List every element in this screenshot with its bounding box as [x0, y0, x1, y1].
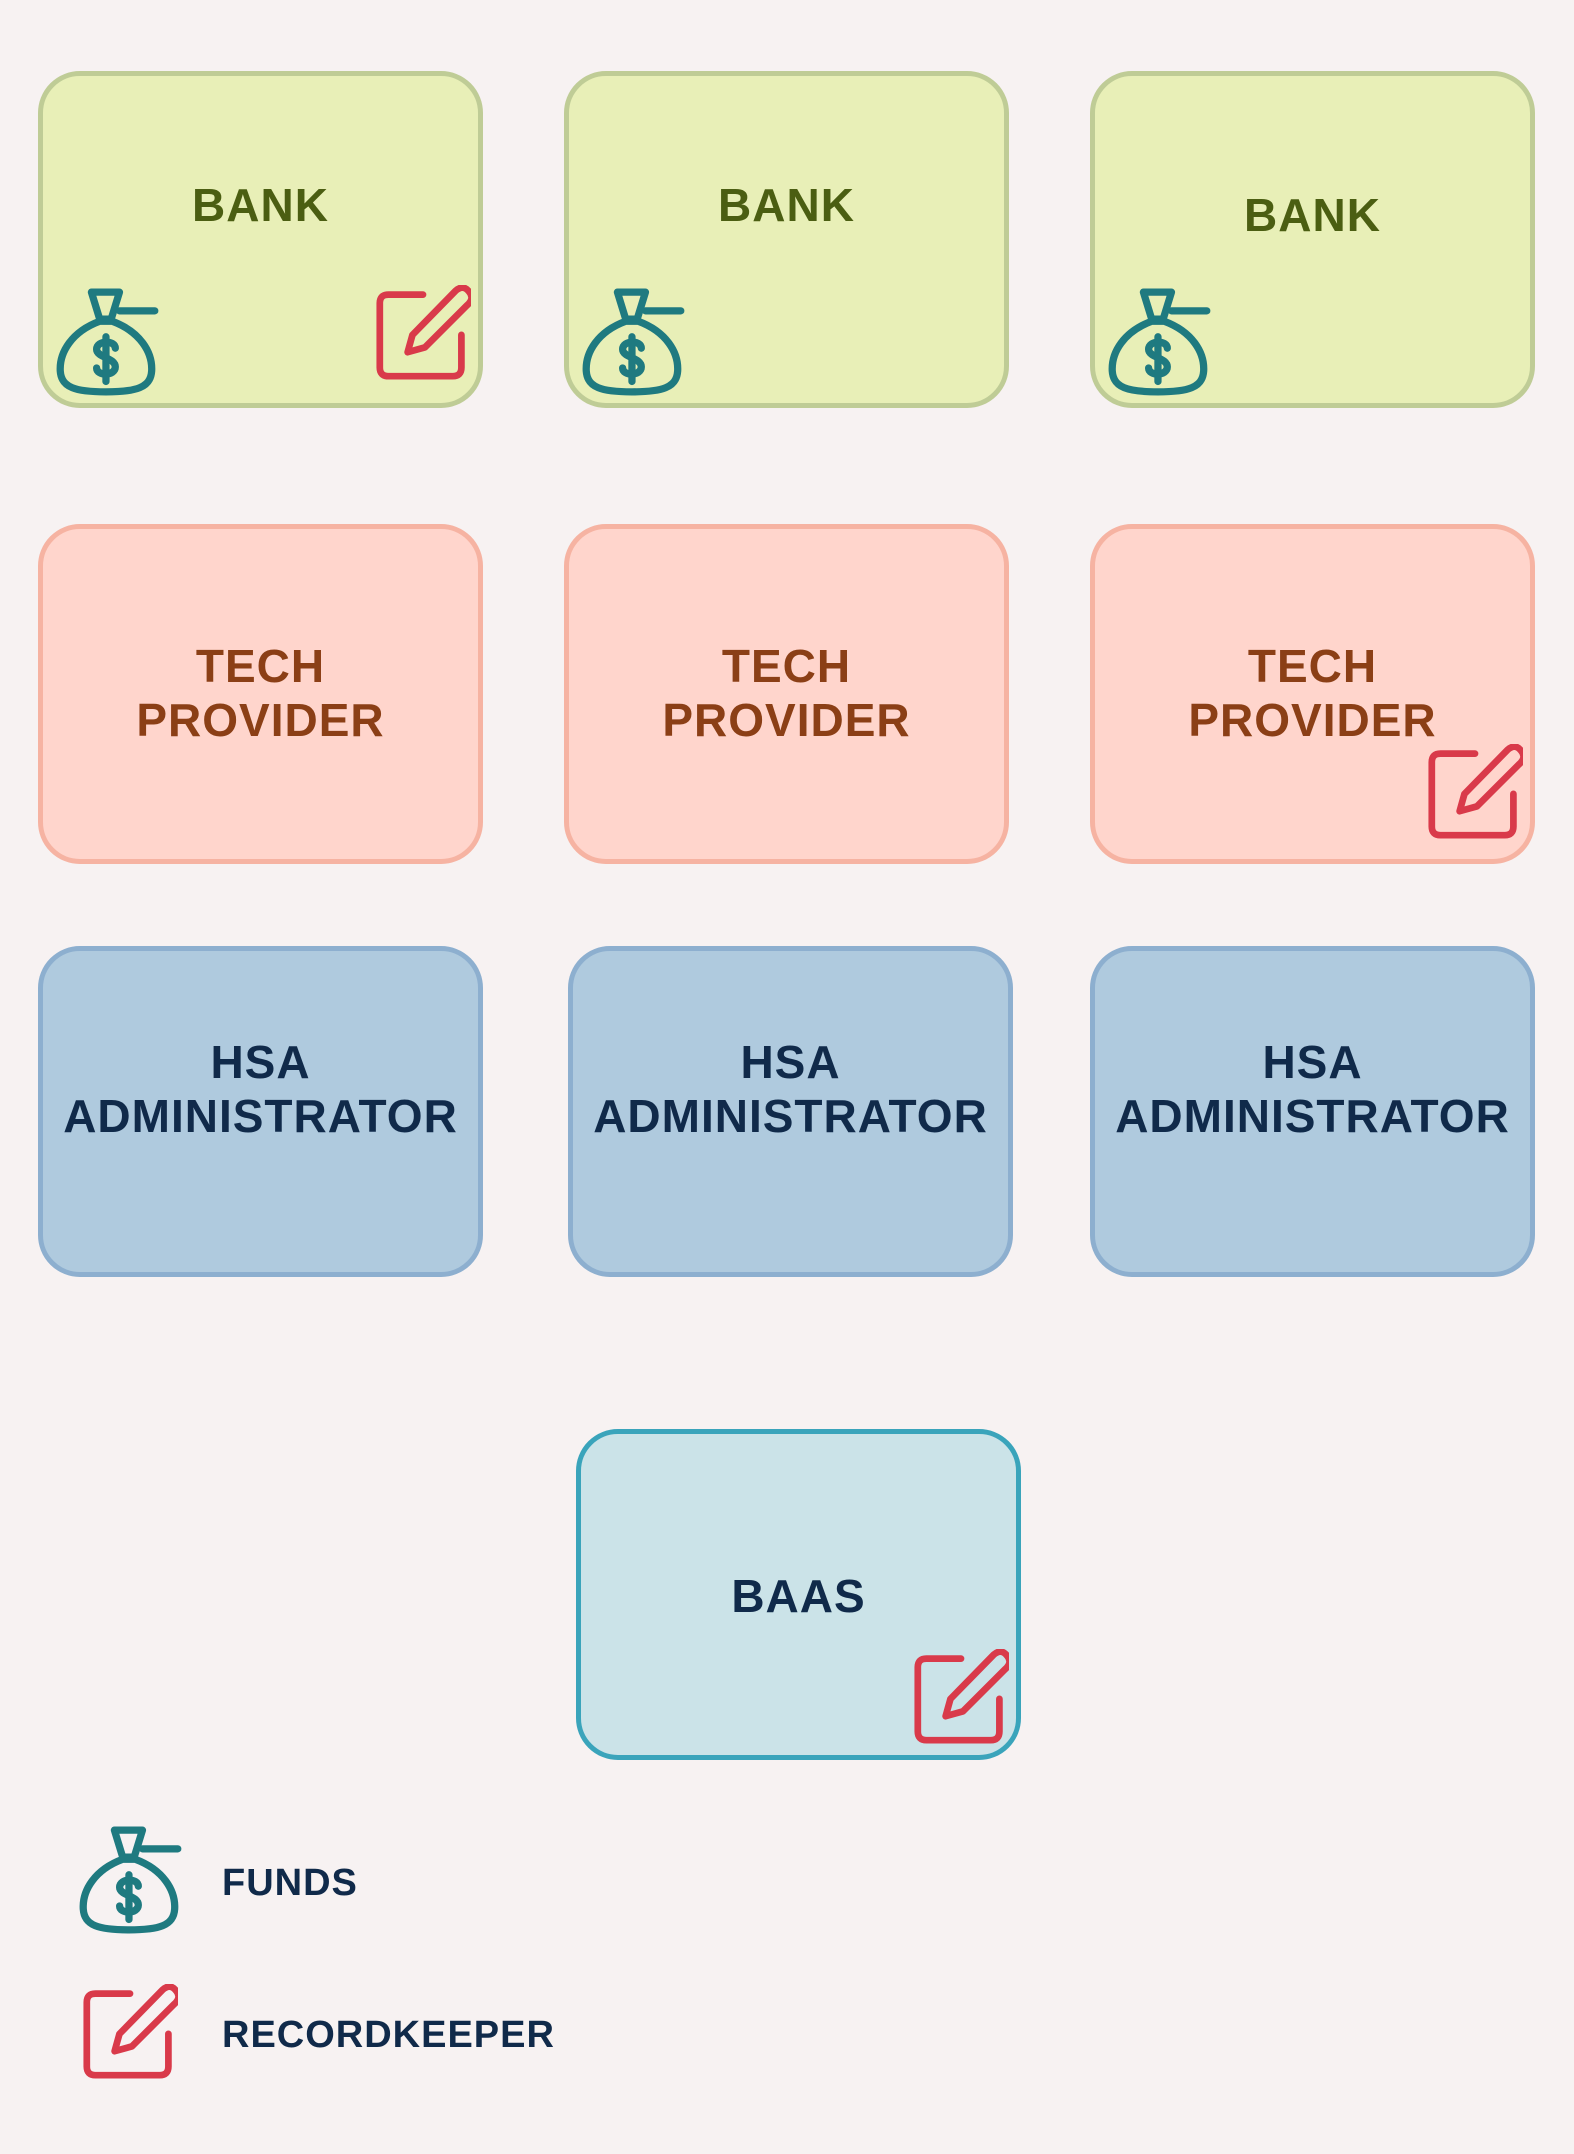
- tech-provider-box-3: TECH PROVIDER: [1090, 524, 1535, 864]
- bank-label-2: BANK: [718, 179, 855, 231]
- tech-provider-box-2: TECH PROVIDER: [564, 524, 1009, 864]
- hsa-administrator-box-1: HSA ADMINISTRATOR: [38, 946, 483, 1277]
- baas-label: BAAS: [731, 1570, 866, 1622]
- money-bag-icon: [78, 1826, 182, 1934]
- tech-provider-box-1: TECH PROVIDER: [38, 524, 483, 864]
- hsa-administrator-label-1-line2: ADMINISTRATOR: [63, 1090, 458, 1142]
- edit-square-icon: [913, 1649, 1009, 1745]
- hsa-administrator-label-1-line1: HSA: [210, 1036, 311, 1088]
- edit-square-icon: [1427, 744, 1523, 840]
- bank-box-1: BANK: [38, 71, 483, 408]
- legend-recordkeeper-label: RECORDKEEPER: [222, 2014, 555, 2056]
- bank-label-3: BANK: [1244, 189, 1381, 241]
- hsa-administrator-box-3: HSA ADMINISTRATOR: [1090, 946, 1535, 1277]
- hsa-administrator-label-2-line2: ADMINISTRATOR: [593, 1090, 988, 1142]
- hsa-administrator-label-3-line2: ADMINISTRATOR: [1115, 1090, 1510, 1142]
- hsa-administrator-label-2-line1: HSA: [740, 1036, 841, 1088]
- bank-box-3: BANK: [1090, 71, 1535, 408]
- tech-provider-label-2-line1: TECH: [721, 640, 852, 692]
- tech-provider-label-1-line2: PROVIDER: [136, 694, 385, 746]
- hsa-administrator-label-3-line1: HSA: [1262, 1036, 1363, 1088]
- bank-box-2: BANK: [564, 71, 1009, 408]
- bank-label-1: BANK: [192, 179, 329, 231]
- baas-box: BAAS: [576, 1429, 1021, 1760]
- tech-provider-label-3-line1: TECH: [1247, 640, 1378, 692]
- money-bag-icon: [55, 288, 159, 396]
- edit-square-icon: [375, 285, 471, 381]
- legend-funds-label: FUNDS: [222, 1862, 358, 1904]
- tech-provider-label-3-line2: PROVIDER: [1188, 694, 1437, 746]
- tech-provider-label-1-line1: TECH: [195, 640, 326, 692]
- money-bag-icon: [1107, 288, 1211, 396]
- money-bag-icon: [581, 288, 685, 396]
- edit-square-icon: [82, 1984, 178, 2080]
- tech-provider-label-2-line2: PROVIDER: [662, 694, 911, 746]
- hsa-administrator-box-2: HSA ADMINISTRATOR: [568, 946, 1013, 1277]
